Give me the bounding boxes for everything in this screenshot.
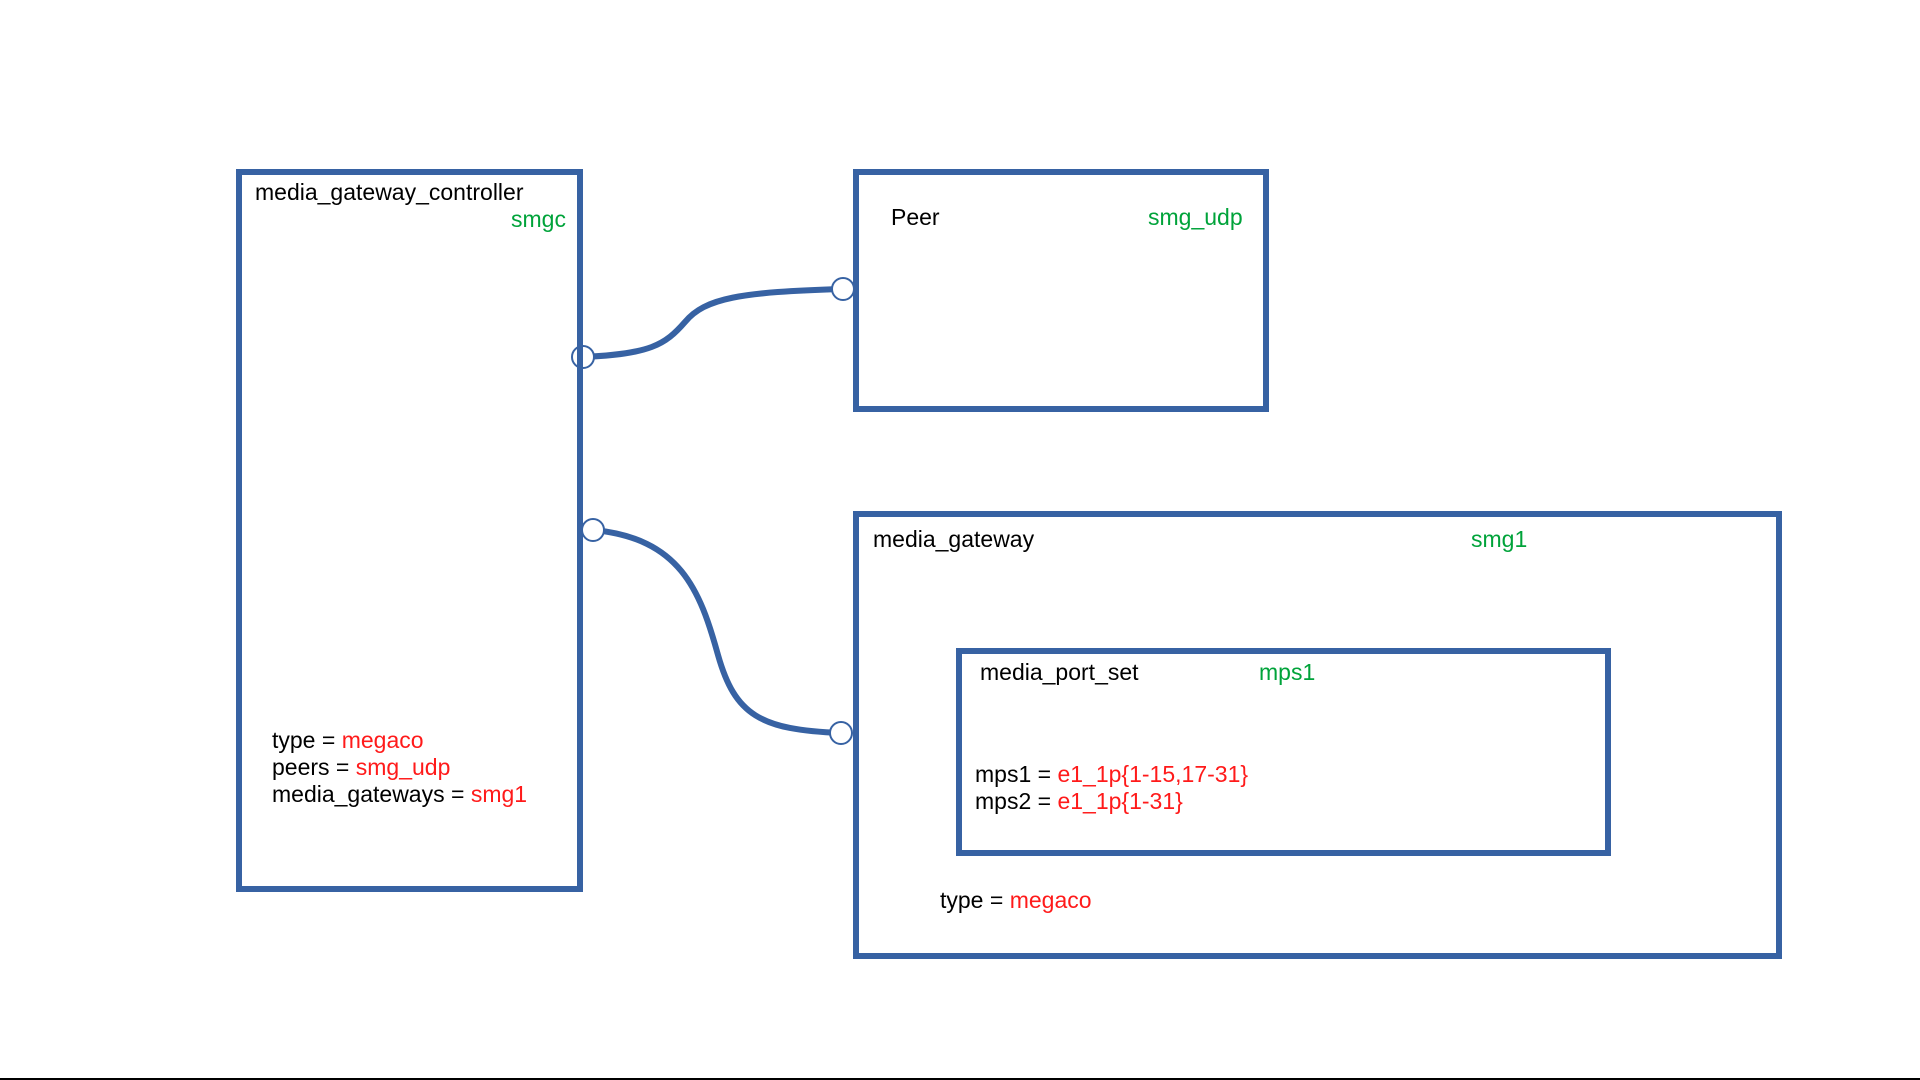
controller-attributes: type = megaco peers = smg_udp media_gate… [272,727,527,808]
peer-type-name: Peer [891,204,940,230]
port-set-attr-mps1: mps1 = e1_1p{1-15,17-31} [975,761,1249,787]
gateway-instance-name: smg1 [1471,526,1528,552]
port-set-attributes: mps1 = e1_1p{1-15,17-31} mps2 = e1_1p{1-… [975,761,1248,815]
port-set-attr-mps2: mps2 = e1_1p{1-31} [975,788,1183,814]
controller-attr-media-gateways: media_gateways = smg1 [272,781,528,807]
port-set-instance-name: mps1 [1259,659,1316,685]
gateway-type-name: media_gateway [873,526,1035,552]
port-controller-gateway [581,518,605,542]
bottom-border-line [0,1078,1920,1080]
controller-box [236,169,583,892]
controller-type-name: media_gateway_controller [255,179,524,205]
port-peer [831,277,855,301]
port-gateway [829,721,853,745]
connector-controller-to-gateway [590,527,844,736]
gateway-box [853,511,1782,959]
gateway-attributes: type = megaco [940,887,1092,914]
port-set-type-name: media_port_set [980,659,1139,685]
peer-instance-name: smg_udp [1148,204,1243,230]
connector-controller-to-peer [580,286,846,360]
port-set-box [956,648,1611,856]
peer-box [853,169,1269,412]
controller-instance-name: smgc [511,206,566,232]
controller-attr-peers: peers = smg_udp [272,754,451,780]
gateway-attr-type: type = megaco [940,887,1092,913]
controller-attr-type: type = megaco [272,727,424,753]
